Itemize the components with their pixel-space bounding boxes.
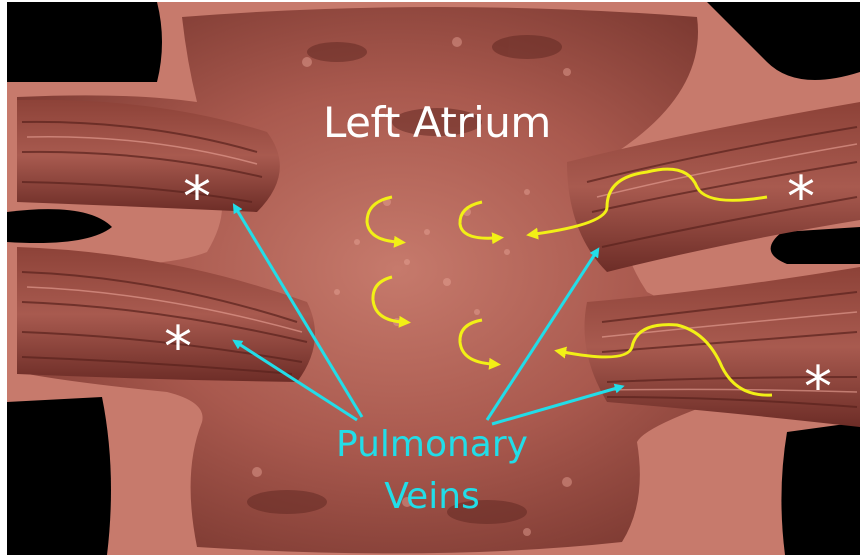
vein-marker-upper-right: * bbox=[787, 170, 815, 226]
left-atrium-label: Left Atrium bbox=[323, 98, 551, 147]
pulmonary-veins-label-line2: Veins bbox=[312, 471, 552, 523]
pulmonary-veins-label-line1: Pulmonary bbox=[312, 419, 552, 471]
atrium-render-image: Left Atrium Pulmonary Veins * * * * bbox=[7, 2, 860, 555]
gap-top-left bbox=[7, 2, 162, 82]
vein-marker-upper-left: * bbox=[183, 170, 211, 226]
pulmonary-veins-label: Pulmonary Veins bbox=[312, 419, 552, 523]
gap-bottom-left bbox=[7, 397, 111, 555]
vein-marker-lower-left: * bbox=[164, 320, 192, 376]
vein-marker-lower-right: * bbox=[804, 360, 832, 416]
gap-bottom-right bbox=[781, 422, 860, 555]
